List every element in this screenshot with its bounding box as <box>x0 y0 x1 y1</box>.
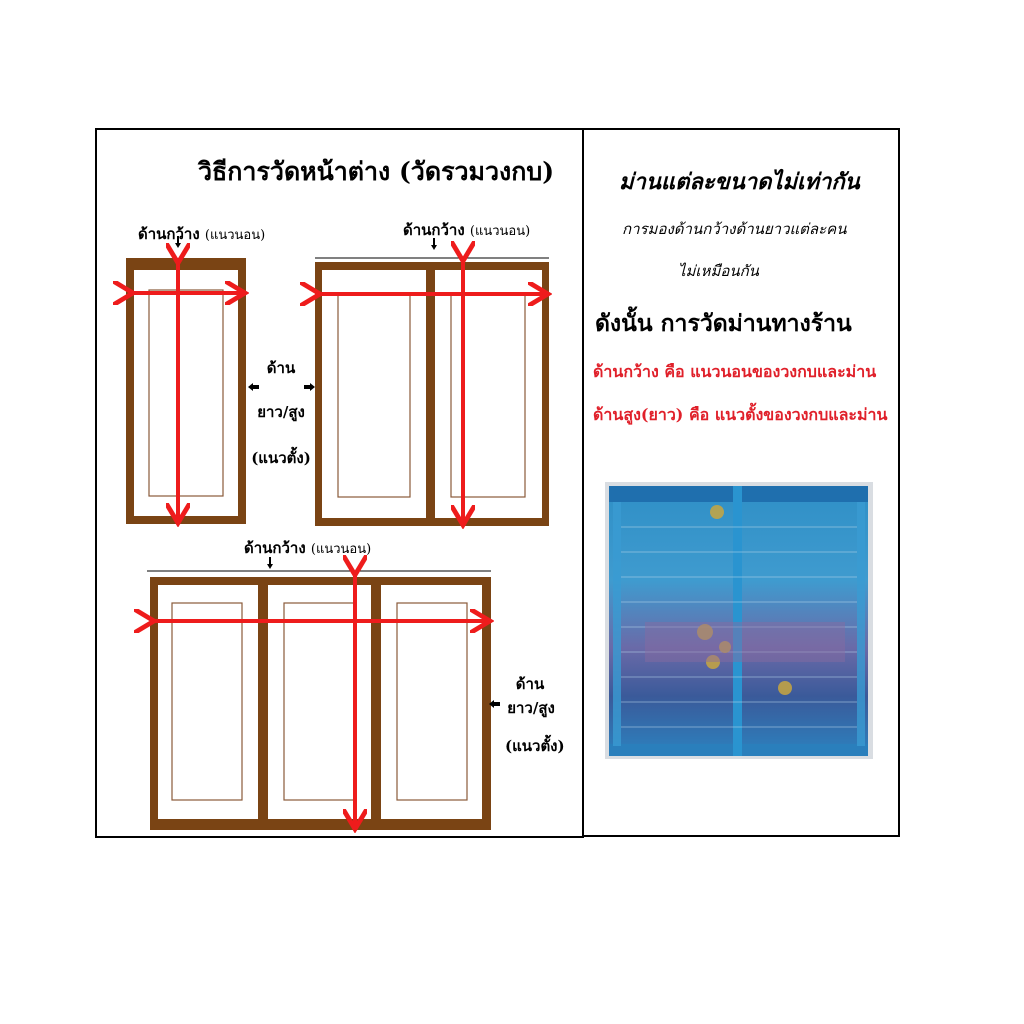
right-red-line2: ด้านสูง(ยาว) คือ แนวตั้งของวงกบและม่าน <box>593 405 888 424</box>
right-sub-line1: การมองด้านกว้างด้านยาวแต่ละคน <box>622 220 847 238</box>
triple-height-line1: ด้าน <box>515 675 545 693</box>
double-width-label: ด้านกว้าง (แนวนอน) <box>403 221 531 239</box>
single-width-label: ด้านกว้าง (แนวนอน) <box>138 225 266 243</box>
curtain-photo <box>605 482 873 759</box>
right-red-line1: ด้านกว้าง คือ แนวนอนของวงกบและม่าน <box>593 362 877 381</box>
middle-height-line3: (แนวตั้ง) <box>251 449 311 467</box>
pointer-arrow-icons <box>175 236 500 708</box>
triple-height-line2: ยาว/สูง <box>507 699 555 717</box>
double-window-frame <box>315 257 549 526</box>
middle-height-line1: ด้าน <box>266 359 296 377</box>
triple-window-frame <box>147 570 491 830</box>
single-window-frame <box>126 258 246 524</box>
right-sub-line2: ไม่เหมือนกัน <box>678 262 759 280</box>
triple-width-label: ด้านกว้าง (แนวนอน) <box>244 539 372 557</box>
middle-height-line2: ยาว/สูง <box>257 403 305 421</box>
right-title: ม่านแต่ละขนาดไม่เท่ากัน <box>619 169 860 195</box>
right-heading: ดังนั้น การวัดม่านทางร้าน <box>595 310 852 337</box>
triple-height-line3: (แนวตั้ง) <box>505 737 565 755</box>
left-title: วิธีการวัดหน้าต่าง (วัดรวมวงกบ) <box>198 157 555 186</box>
